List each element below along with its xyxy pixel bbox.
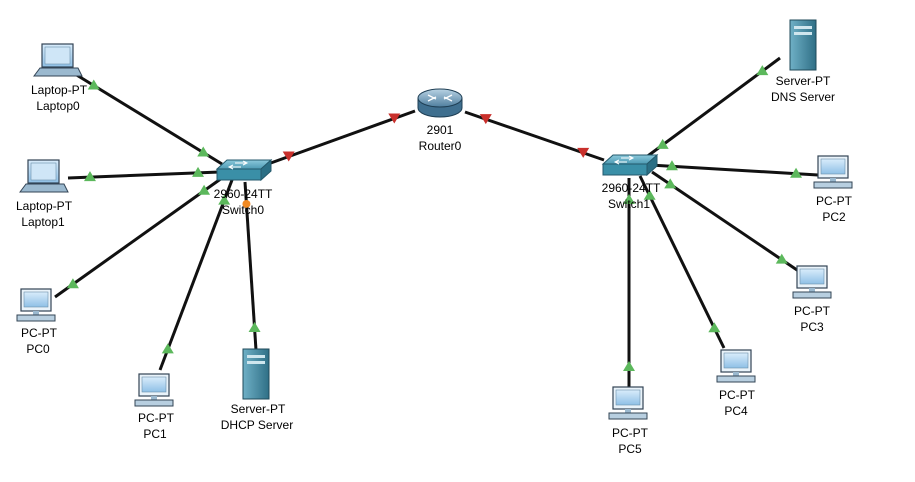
pc2-model-label: PC-PT [816,194,853,208]
router-icon [417,88,463,118]
server-icon [242,348,270,400]
laptop0-name-label: Laptop0 [36,99,80,113]
connection-pc1-switch0[interactable] [158,179,234,371]
link-status-triangle-up [708,322,721,333]
laptop1-name-label: Laptop1 [21,215,65,229]
switch-icon [601,153,659,177]
pc2-name-label: PC2 [822,210,846,224]
laptop0-model-label: Laptop-PT [31,83,88,97]
pc4-device[interactable]: PC-PT PC4 [716,349,756,418]
dns-server-device[interactable]: Server-PT DNS Server [771,19,835,104]
link-status-triangle-up [775,253,788,264]
link-status-triangle-up [83,171,96,182]
dns-server-name-label: DNS Server [771,90,835,104]
link-status-triangle-up [790,167,803,178]
link-status-triangle-up [756,65,769,76]
pc2-device[interactable]: PC-PT PC2 [813,155,853,224]
pc5-name-label: PC5 [618,442,642,456]
laptop1-device[interactable]: Laptop-PT Laptop1 [16,159,73,229]
pc-icon [716,349,756,383]
link-status-triangle-up [161,343,174,354]
link-status-triangle-up [198,184,211,195]
switch1-name-label: Switch1 [608,197,650,211]
pc3-name-label: PC3 [800,320,824,334]
switch1-model-label: 2960-24TT [602,181,661,195]
link-status-triangle-down [282,151,295,162]
link-status-triangle-down [577,147,590,158]
dhcp-server-device[interactable]: Server-PT DHCP Server [221,348,293,432]
router0-model-label: 2901 [427,123,454,137]
pc-icon [134,373,174,407]
pc5-device[interactable]: PC-PT PC5 [608,386,649,456]
pc3-device[interactable]: PC-PT PC3 [792,265,832,334]
pc0-name-label: PC0 [26,342,50,356]
pc5-model-label: PC-PT [612,426,649,440]
pc3-model-label: PC-PT [794,304,831,318]
link-status-dot-orange [242,199,251,208]
dhcp-server-model-label: Server-PT [231,402,286,416]
link-status-triangle-up [623,361,635,371]
link-status-triangle-up [192,166,205,177]
pc-icon [608,386,648,420]
connection-pc3-switch1[interactable] [651,170,801,274]
link-status-triangle-up [197,146,210,157]
laptop1-model-label: Laptop-PT [16,199,73,213]
connection-laptop0-switch0[interactable] [74,72,223,166]
switch1-device[interactable]: 2960-24TT Switch1 [601,153,661,211]
link-status-triangle-up [87,79,100,90]
dhcp-server-name-label: DHCP Server [221,418,293,432]
link-status-triangle-down [388,113,401,124]
connection-pc2-switch1[interactable] [649,163,819,177]
pc1-name-label: PC1 [143,427,167,441]
link-status-markers [66,65,803,371]
router0-name-label: Router0 [419,139,462,153]
pc0-model-label: PC-PT [21,326,58,340]
link-status-triangle-up [66,278,79,289]
laptop0-device[interactable]: Laptop-PT Laptop0 [31,43,88,113]
pc0-device[interactable]: PC-PT PC0 [16,288,58,356]
server-icon [789,19,817,71]
link-status-triangle-down [479,114,492,125]
link-status-triangle-up [623,194,635,204]
dns-server-model-label: Server-PT [776,74,831,88]
link-status-triangle-up [218,194,231,205]
switch0-device[interactable]: 2960-24TT Switch0 [214,158,273,217]
pc1-model-label: PC-PT [138,411,175,425]
pc4-name-label: PC4 [724,404,748,418]
pc-icon [792,265,832,299]
pc4-model-label: PC-PT [719,388,756,402]
switch0-name-label: Switch0 [222,203,264,217]
link-status-triangle-up [665,160,678,171]
pc-icon [16,288,56,322]
laptop-icon [19,159,69,193]
link-status-triangle-up [656,138,669,149]
link-status-triangle-up [664,178,677,189]
switch0-model-label: 2960-24TT [214,187,273,201]
pc1-device[interactable]: PC-PT PC1 [134,373,175,441]
link-status-triangle-up [248,322,261,333]
link-status-triangle-up [643,189,656,200]
connection-dhcp_server-switch0[interactable] [243,181,258,351]
router0-device[interactable]: 2901 Router0 [417,88,463,153]
switch-icon [215,158,273,182]
connection-pc0-switch0[interactable] [54,176,223,299]
pc-icon [813,155,853,189]
connection-pc4-switch1[interactable] [638,175,726,349]
laptop-icon [33,43,83,77]
